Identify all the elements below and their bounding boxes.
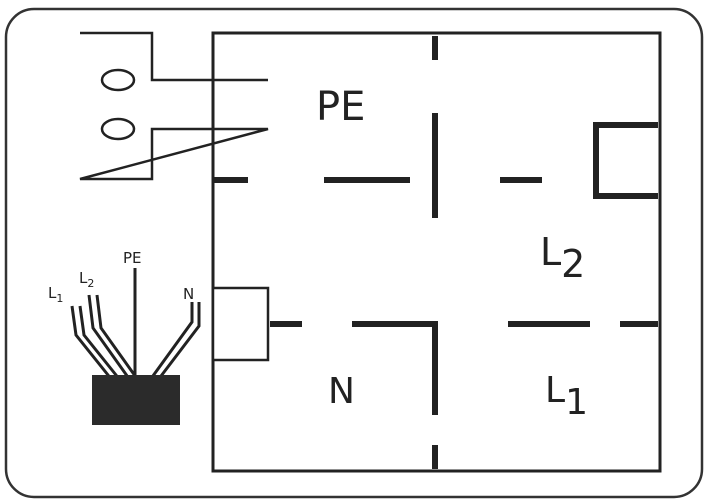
zone-label-pe: PE (316, 84, 365, 130)
cable-connector-block (92, 375, 180, 425)
wire-n (148, 302, 194, 381)
cable-label-l1: L1 (48, 284, 63, 305)
wire-l1-inner (78, 305, 122, 381)
socket-hole-top (100, 68, 136, 92)
wire-n-inner (156, 302, 201, 381)
right-terminal-bracket (593, 122, 658, 199)
socket-hole-bottom (100, 117, 136, 141)
enclosure-box (211, 31, 662, 473)
cable-wires (70, 268, 201, 381)
wire-l2 (87, 294, 132, 381)
zone-label-l2: L2 (540, 230, 585, 286)
cable-label-n: N (183, 285, 194, 303)
outer-frame (4, 7, 704, 499)
cable-label-pe: PE (123, 249, 142, 267)
zone-label-l1: L1 (545, 370, 588, 423)
wire-l1 (70, 305, 114, 381)
left-terminal-box (211, 286, 270, 362)
zone-label-n: N (328, 371, 355, 412)
wire-l2-inner (95, 294, 140, 381)
socket-bracket (79, 31, 269, 181)
cable-label-l2: L2 (79, 269, 94, 290)
